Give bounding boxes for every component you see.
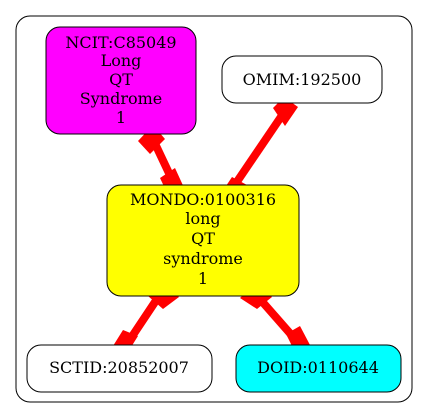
node-mondo-label-line-2: long — [185, 209, 220, 228]
node-mondo-label-line-1: MONDO:0100316 — [130, 190, 276, 209]
node-ncit-label-line-2: Long — [101, 51, 142, 70]
node-mondo-box — [106, 184, 300, 297]
node-sctid[interactable]: SCTID:20852007 — [26, 344, 213, 393]
node-mondo-label-line-4: syndrome — [163, 249, 243, 268]
node-ncit-label-line-5: 1 — [116, 108, 126, 127]
edge-omim-mondo — [226, 105, 291, 195]
node-ncit-label-line-4: Syndrome — [80, 89, 162, 108]
node-omim-label: OMIM:192500 — [243, 70, 362, 89]
node-doid[interactable]: DOID:0110644 — [235, 344, 402, 393]
edge-omim-mondo-tail-diamond — [273, 97, 298, 126]
node-sctid-box — [26, 344, 213, 393]
node-ncit-label-line-3: QT — [109, 70, 133, 89]
node-doid-box — [235, 344, 402, 393]
node-ncit-label-line-1: NCIT:C85049 — [65, 33, 176, 52]
node-mondo[interactable]: MONDO:0100316 long QT syndrome 1 — [106, 184, 300, 297]
node-sctid-label: SCTID:20852007 — [49, 358, 189, 377]
node-mondo-label-line-5: 1 — [198, 269, 208, 288]
node-mondo-label-line-3: QT — [191, 229, 215, 248]
node-doid-label: DOID:0110644 — [257, 358, 379, 377]
node-ncit-box — [45, 26, 197, 135]
node-ncit[interactable]: NCIT:C85049 Long QT Syndrome 1 — [45, 26, 197, 135]
node-omim-box — [221, 55, 383, 104]
node-omim[interactable]: OMIM:192500 — [221, 55, 383, 104]
